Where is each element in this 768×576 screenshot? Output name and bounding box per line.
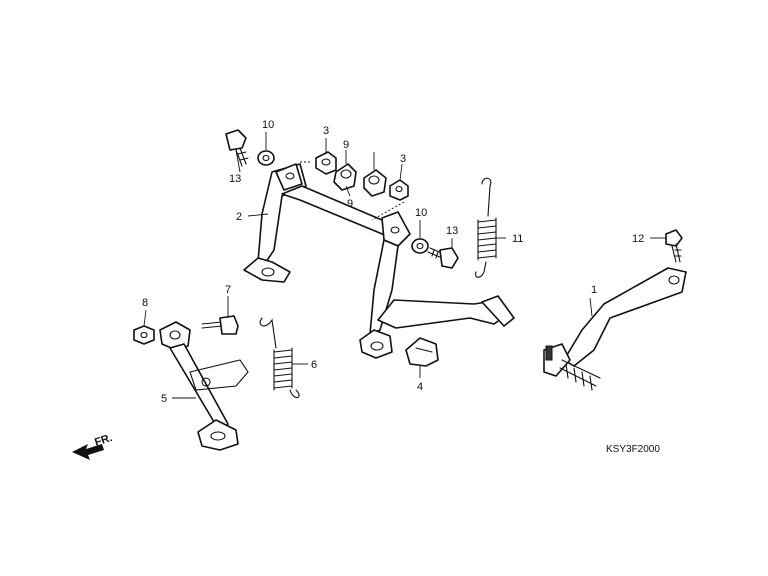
callout-12: 12 xyxy=(632,233,644,245)
diagram-code: KSY3F2000 xyxy=(606,444,660,455)
callout-1: 1 xyxy=(591,284,597,296)
collar-left[interactable] xyxy=(315,151,337,175)
callout-5: 5 xyxy=(161,393,167,405)
callout-3-right: 3 xyxy=(400,153,406,165)
washer-upper[interactable] xyxy=(257,150,275,166)
callout-13-lower: 13 xyxy=(446,225,458,237)
front-arrow-icon xyxy=(72,444,104,460)
callout-9-upper: 9 xyxy=(343,139,349,151)
kick-starter-arm[interactable] xyxy=(543,267,687,391)
callout-6: 6 xyxy=(311,359,317,371)
stopper-rubber[interactable] xyxy=(405,337,439,367)
nut[interactable] xyxy=(133,325,155,345)
callout-7: 7 xyxy=(225,284,231,296)
front-direction-indicator: FR. xyxy=(72,432,114,460)
side-stand-bolt[interactable] xyxy=(201,315,239,335)
callout-8: 8 xyxy=(142,297,148,309)
front-direction-label: FR. xyxy=(93,432,114,449)
callout-11: 11 xyxy=(512,233,523,245)
bushing-right[interactable] xyxy=(363,169,387,197)
leader-lines xyxy=(143,132,666,399)
kick-arm-bolt[interactable] xyxy=(665,229,683,263)
callout-13-upper: 13 xyxy=(229,173,241,185)
callout-labels: 1 2 3 3 4 5 6 7 8 9 9 10 10 11 12 13 13 xyxy=(142,119,644,405)
side-stand[interactable] xyxy=(159,321,249,451)
main-stand-spring[interactable] xyxy=(475,177,497,278)
callout-2: 2 xyxy=(236,211,242,223)
collar-right[interactable] xyxy=(389,179,409,201)
washer-lower[interactable] xyxy=(411,238,429,254)
callout-3-left: 3 xyxy=(323,125,329,137)
side-stand-spring[interactable] xyxy=(259,317,300,399)
flange-bolt-upper[interactable] xyxy=(225,129,249,167)
callout-10-upper: 10 xyxy=(262,119,274,131)
bushing-left[interactable] xyxy=(333,163,357,191)
callout-10-lower: 10 xyxy=(415,207,427,219)
callout-9-lower: 9 xyxy=(347,198,353,210)
main-stand[interactable] xyxy=(243,163,515,359)
callout-4: 4 xyxy=(417,381,423,393)
flange-bolt-lower[interactable] xyxy=(427,247,459,269)
